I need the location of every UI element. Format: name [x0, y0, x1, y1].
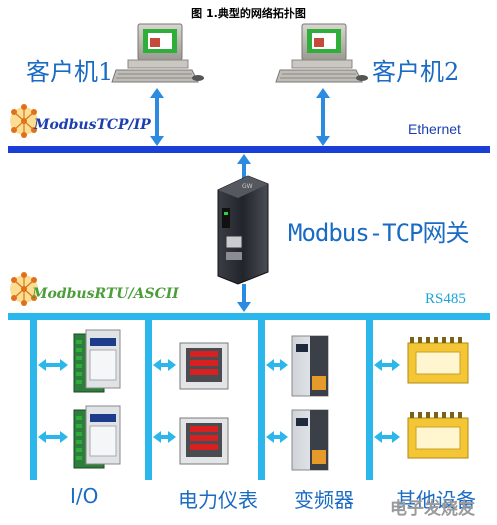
inverter-label: 变频器	[294, 488, 354, 512]
client-1-computer-icon	[111, 23, 204, 83]
io-module-icon	[73, 329, 121, 393]
figure-title: 图 1.典型的网络拓扑图	[191, 7, 306, 20]
modbus-tcp-label: ModbusTCP/IP	[34, 117, 151, 133]
ethernet-label: Ethernet	[408, 121, 461, 137]
modbus-tcp-logo-icon	[10, 104, 38, 138]
client-2-link-arrow	[316, 88, 330, 146]
other-device-icon	[407, 337, 469, 384]
modbus-rtu-label: ModbusRTU/ASCII	[32, 286, 179, 302]
gateway-rs485-arrow	[237, 284, 251, 312]
client-2-computer-icon	[275, 23, 368, 83]
gateway-label: Modbus-TCP网关	[288, 219, 469, 247]
other-device-label: 其他设备	[396, 488, 476, 512]
other-device-icon	[407, 412, 469, 459]
io-module-icon	[73, 405, 121, 469]
client-1-label: 客户机1	[26, 58, 114, 86]
inverter-icon	[291, 335, 329, 397]
power-meter-icon	[179, 417, 229, 465]
client-1-link-arrow	[150, 88, 164, 146]
ethernet-bus-line	[8, 146, 490, 153]
rs485-drop-lines	[30, 320, 373, 480]
gateway-device-icon: GW	[217, 175, 269, 285]
io-label: I/O	[70, 484, 99, 508]
modbus-rtu-logo-icon	[10, 272, 38, 306]
device-link-arrows	[38, 359, 400, 443]
rs485-label: RS485	[425, 291, 466, 307]
gateway-ethernet-arrow	[237, 154, 251, 180]
watermark: 电子发烧友	[390, 499, 475, 519]
power-meter-label: 电力仪表	[178, 488, 258, 512]
svg-text:GW: GW	[242, 183, 253, 190]
client-2-label: 客户机2	[372, 58, 460, 86]
rs485-bus-line	[8, 313, 490, 320]
power-meter-icon	[179, 342, 229, 390]
inverter-icon	[291, 409, 329, 471]
